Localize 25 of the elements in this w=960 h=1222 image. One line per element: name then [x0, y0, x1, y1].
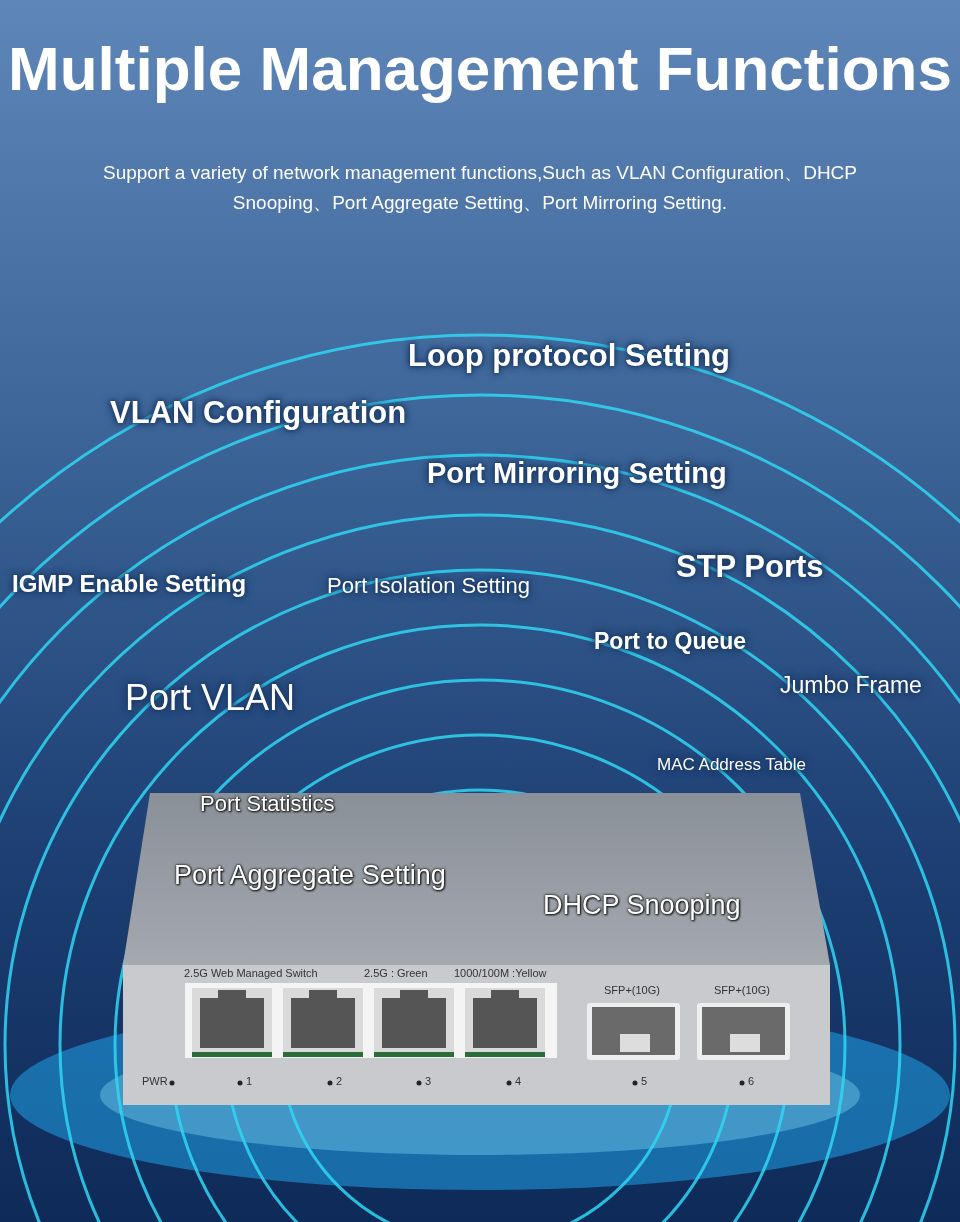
feature-label: Port Isolation Setting	[327, 575, 530, 597]
device-print: 3	[425, 1076, 432, 1087]
feature-label: VLAN Configuration	[110, 397, 407, 428]
feature-label: Port Aggregate Setting	[174, 862, 446, 889]
feature-label: Port Mirroring Setting	[427, 459, 727, 488]
feature-label: STP Ports	[676, 551, 824, 582]
device-print: 2.5G Web Managed Switch	[184, 968, 318, 979]
device-print: 2	[336, 1076, 343, 1087]
subtitle: Support a variety of network management functions,Such as VLAN Configuration、DHCP Snooping、Port Aggregate Setting、Port Mirroring Setting.	[101, 161, 858, 215]
feature-label: Jumbo Frame	[780, 674, 922, 697]
feature-label: IGMP Enable Setting	[12, 572, 247, 596]
device-print: PWR	[142, 1076, 168, 1087]
feature-label: Port Statistics	[200, 793, 335, 815]
device-print: SFP+(10G)	[714, 985, 770, 996]
device-print: 2.5G : Green	[364, 968, 428, 979]
device-print: 1	[246, 1076, 253, 1087]
feature-label: Port to Queue	[594, 630, 747, 653]
device-print: 1000/100M :Yellow	[454, 968, 547, 979]
feature-label: DHCP Snooping	[543, 892, 741, 919]
device-print: 6	[748, 1076, 755, 1087]
device-print: SFP+(10G)	[604, 985, 660, 996]
feature-label: Loop protocol Setting	[408, 340, 730, 371]
feature-label: Port VLAN	[125, 680, 296, 716]
device-print: 5	[641, 1076, 648, 1087]
device-print: 4	[515, 1076, 522, 1087]
